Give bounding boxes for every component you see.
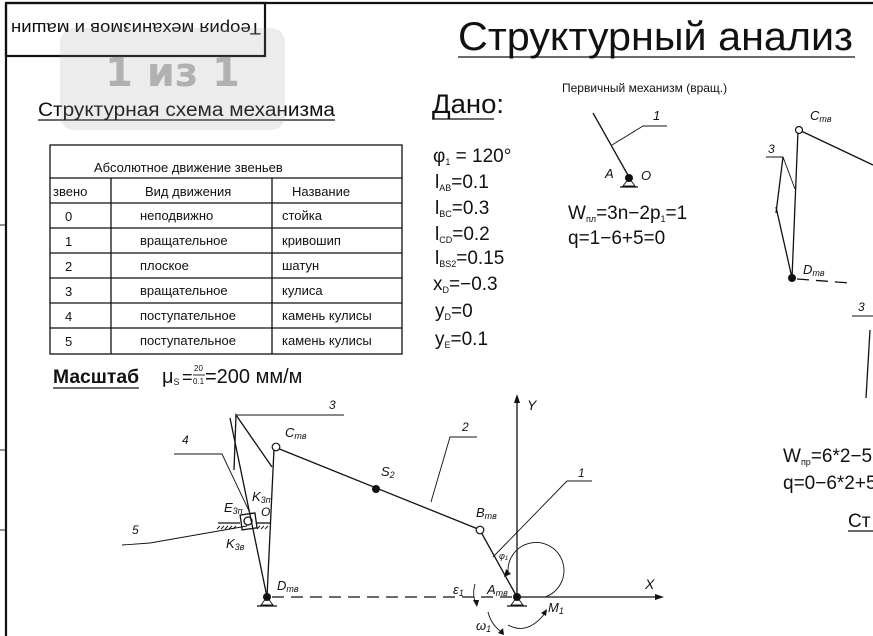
- mechanism-scheme: Y X: [121, 394, 664, 635]
- svg-text:=200 мм/м: =200 мм/м: [205, 366, 302, 388]
- svg-text:φ1: φ1: [499, 551, 508, 562]
- svg-text:lBS2=0.15: lBS2=0.15: [435, 248, 504, 269]
- right-group-mechanism: Cтв Dтв 3 3 Wпр=6*2−5 q=0−6*2+5 Ст: [766, 108, 873, 532]
- title-block-text: Теория механизмов и машин: [11, 19, 261, 38]
- svg-text:1: 1: [578, 466, 585, 480]
- svg-text:M1: M1: [548, 600, 564, 616]
- svg-text:ε1: ε1: [453, 582, 464, 598]
- main-title: Структурный анализ: [458, 15, 853, 59]
- title-block-box: [4, 1, 267, 58]
- crank-link-1: [480, 531, 518, 598]
- svg-text:Cтв: Cтв: [810, 108, 832, 124]
- svg-text:Первичный механизм (вращ.): Первичный механизм (вращ.): [562, 81, 727, 95]
- motion-table: Абсолютное движение звеньев звено Вид дв…: [49, 144, 403, 355]
- svg-text:0: 0: [65, 209, 72, 224]
- svg-text:3: 3: [768, 142, 775, 156]
- svg-text:μS: μS: [162, 366, 180, 388]
- scale-label: Масштаб: [53, 367, 139, 388]
- svg-text:Wпр=6*2−5: Wпр=6*2−5: [783, 446, 872, 467]
- svg-text:Wпл=3n−2p1=1: Wпл=3n−2p1=1: [568, 203, 687, 224]
- svg-text:K3в: K3в: [226, 536, 245, 552]
- svg-text:q=1−6+5=0: q=1−6+5=0: [568, 228, 665, 249]
- svg-text:1: 1: [653, 108, 660, 123]
- svg-text:1: 1: [65, 234, 72, 249]
- svg-text:3: 3: [329, 398, 336, 412]
- table-row: 1 вращательное кривошип: [65, 233, 341, 249]
- scale-formula: μS = 20 0.1 =200 мм/м: [162, 364, 302, 388]
- svg-text:=: =: [182, 367, 193, 387]
- svg-text:вращательное: вращательное: [140, 233, 228, 248]
- svg-text:φ1 = 120°: φ1 = 120°: [433, 146, 511, 167]
- svg-text:X: X: [644, 576, 655, 592]
- table-header: Вид движения: [145, 184, 231, 199]
- svg-text:ω1: ω1: [476, 618, 491, 634]
- svg-text:20: 20: [194, 364, 203, 373]
- table-header: Название: [292, 184, 350, 199]
- svg-text:3: 3: [858, 300, 865, 314]
- svg-text:кривошип: кривошип: [282, 233, 341, 248]
- svg-text:2: 2: [65, 259, 72, 274]
- table-row: 5 поступательное камень кулисы: [65, 333, 372, 349]
- svg-text:5: 5: [132, 523, 139, 537]
- table-row: 0 неподвижно стойка: [65, 208, 323, 224]
- table-row: 3 вращательное кулиса: [65, 283, 323, 299]
- svg-text:3: 3: [65, 284, 72, 299]
- svg-text:q=0−6*2+5: q=0−6*2+5: [783, 473, 873, 494]
- svg-text:неподвижно: неподвижно: [140, 208, 213, 223]
- table-header: звено: [53, 184, 87, 199]
- svg-text:K3п: K3п: [252, 489, 271, 505]
- svg-text:5: 5: [65, 334, 72, 349]
- svg-text:xD=−0.3: xD=−0.3: [433, 274, 498, 295]
- svg-text:Bтв: Bтв: [476, 505, 497, 521]
- svg-text:поступательное: поступательное: [140, 308, 236, 323]
- svg-text:yD=0: yD=0: [435, 301, 473, 322]
- svg-text:lCD=0.2: lCD=0.2: [435, 224, 490, 245]
- given-title: Дано:: [432, 89, 504, 119]
- svg-text:вращательное: вращательное: [140, 283, 228, 298]
- center-s2: [372, 485, 380, 493]
- page-indicator: 1 из 1: [60, 28, 285, 130]
- svg-text:yE=0.1: yE=0.1: [435, 329, 488, 350]
- svg-text:0.1: 0.1: [193, 377, 205, 386]
- rocker-link-3: [266, 448, 275, 598]
- primary-mechanism: Первичный механизм (вращ.) 1 A O Wпл=3n−…: [562, 81, 727, 249]
- svg-text:E3п: E3п: [224, 500, 243, 516]
- svg-text:камень кулисы: камень кулисы: [282, 333, 372, 348]
- svg-text:lAB=0.1: lAB=0.1: [435, 172, 489, 193]
- svg-text:Dтв: Dтв: [277, 578, 299, 594]
- svg-text:Cтв: Cтв: [285, 425, 307, 441]
- page-indicator-text: 1 из 1: [105, 50, 240, 96]
- joint-c: [271, 442, 281, 452]
- table-row: 4 поступательное камень кулисы: [65, 308, 372, 324]
- svg-text:Aтв: Aтв: [486, 582, 508, 598]
- joint-b: [475, 525, 485, 535]
- svg-text:O: O: [641, 168, 651, 183]
- table-caption: Абсолютное движение звеньев: [94, 160, 283, 175]
- svg-text:4: 4: [182, 433, 189, 447]
- svg-text:поступательное: поступательное: [140, 333, 236, 348]
- svg-text:плоское: плоское: [140, 258, 189, 273]
- svg-text:кулиса: кулиса: [282, 283, 323, 298]
- svg-text:A: A: [604, 166, 614, 181]
- scheme-title: Структурная схема механизма: [38, 100, 335, 121]
- svg-text:Dтв: Dтв: [803, 262, 825, 278]
- svg-text:камень кулисы: камень кулисы: [282, 308, 372, 323]
- given-list: φ1 = 120° lAB=0.1 lBC=0.3 lCD=0.2 lBS2=0…: [433, 146, 511, 350]
- svg-text:Y: Y: [527, 397, 538, 413]
- svg-text:2: 2: [461, 420, 469, 434]
- slider-block: [239, 512, 258, 531]
- svg-text:стойка: стойка: [282, 208, 323, 223]
- svg-text:O: O: [261, 505, 270, 519]
- svg-text:шатун: шатун: [282, 258, 319, 273]
- svg-text:S2: S2: [381, 464, 395, 480]
- svg-text:lBC=0.3: lBC=0.3: [435, 198, 489, 219]
- table-row: 2 плоское шатун: [65, 258, 319, 274]
- svg-text:Ст: Ст: [848, 511, 871, 532]
- svg-text:4: 4: [65, 309, 72, 324]
